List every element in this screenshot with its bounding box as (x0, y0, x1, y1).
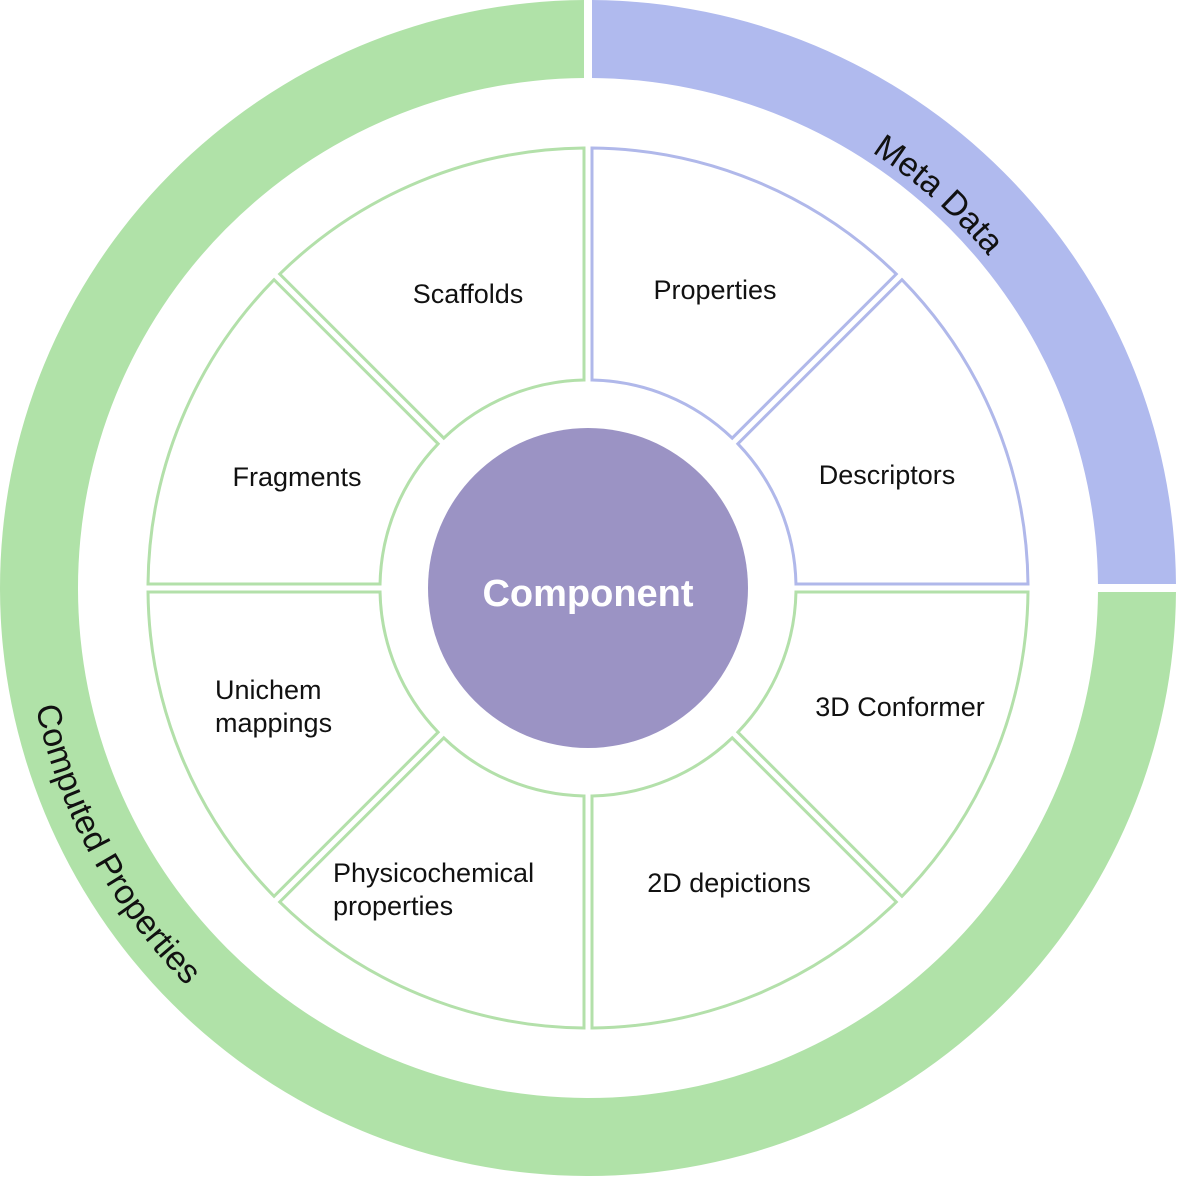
segment-label: 3D Conformer (815, 692, 985, 722)
segment-2d-depictions (590, 735, 899, 1030)
segment-unichem-mappings (146, 590, 441, 899)
segment-fragments (146, 277, 441, 586)
segment-scaffolds (277, 146, 586, 441)
segment-label-line: Unichem (215, 675, 322, 705)
segment-physicochemical-properties (277, 735, 586, 1030)
segment-label-line: properties (333, 891, 453, 921)
segment-label: Descriptors (819, 460, 956, 490)
segment-label-line: Descriptors (819, 460, 956, 490)
segment-label-line: mappings (215, 708, 332, 738)
component-circle (428, 428, 748, 748)
segment-label-line: Properties (653, 275, 776, 305)
segment-label: Properties (653, 275, 776, 305)
segment-descriptors (735, 277, 1030, 586)
component-label: Component (482, 573, 693, 615)
segment-label-line: 3D Conformer (815, 692, 985, 722)
segment-label: Scaffolds (413, 279, 524, 309)
segment-label-line: Fragments (232, 462, 361, 492)
segment-label-line: Physicochemical (333, 858, 534, 888)
segment-3d-conformer (735, 590, 1030, 899)
segment-label-line: 2D depictions (647, 868, 811, 898)
meta-ring-band (592, 0, 1176, 584)
segment-label: Fragments (232, 462, 361, 492)
segment-label: 2D depictions (647, 868, 811, 898)
segment-properties (590, 146, 899, 441)
segment-label-line: Scaffolds (413, 279, 524, 309)
